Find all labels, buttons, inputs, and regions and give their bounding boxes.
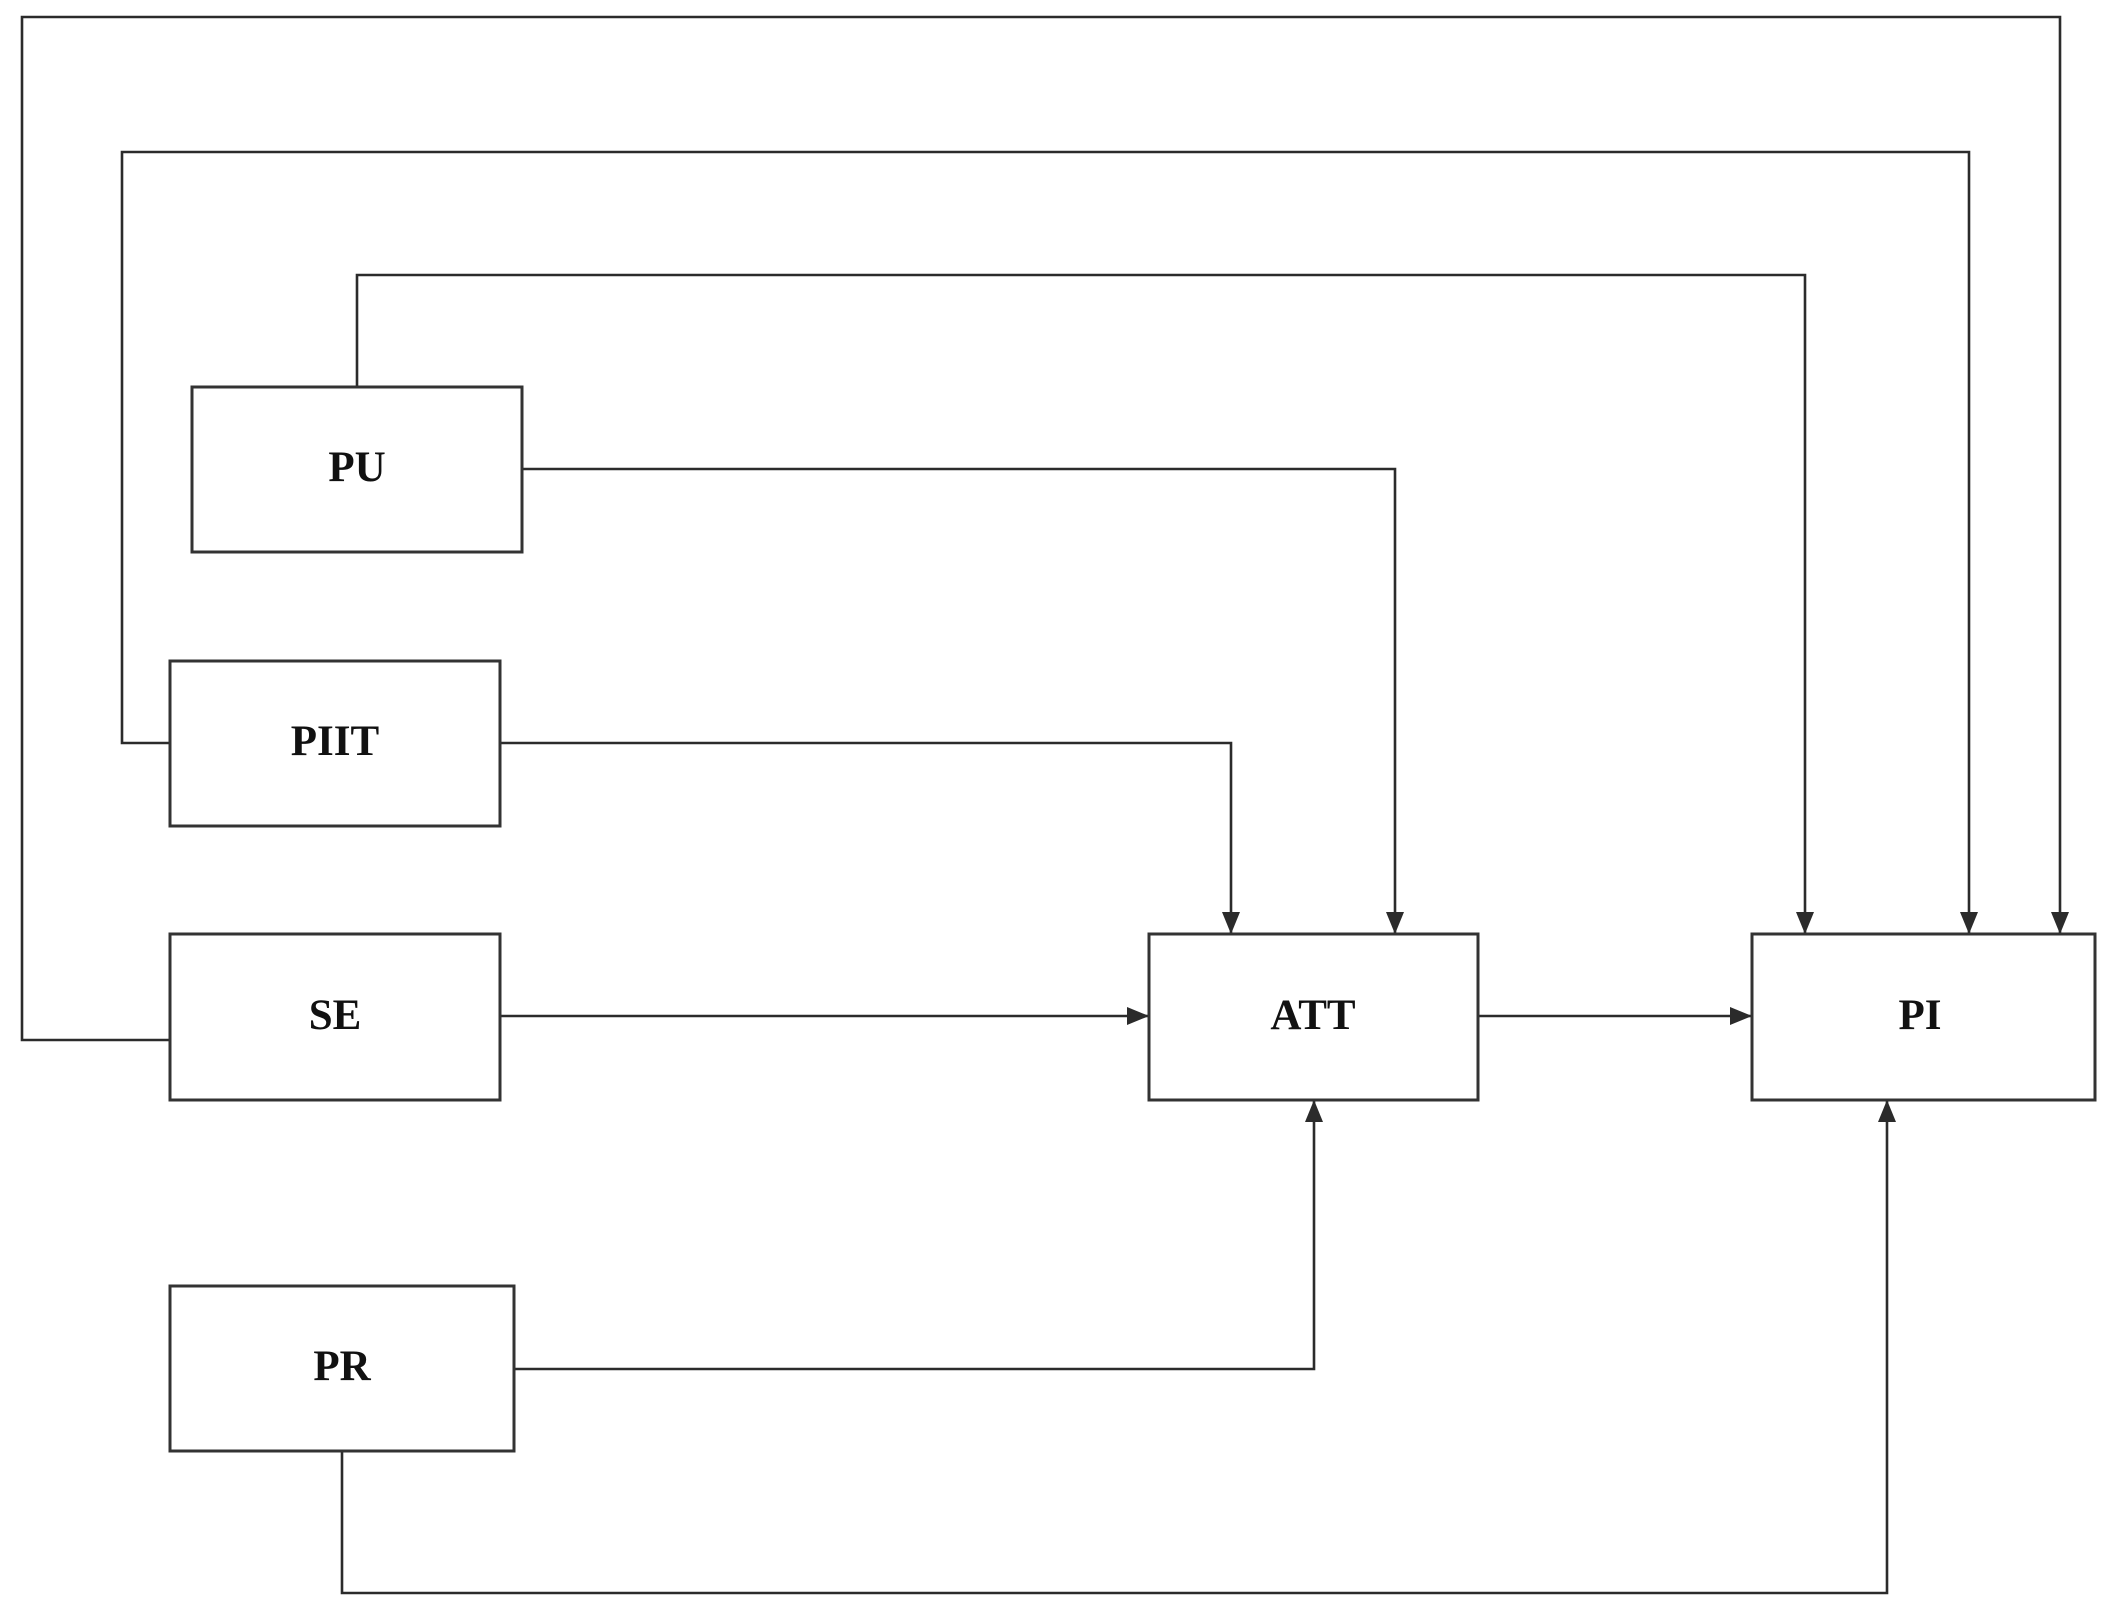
node-att-label: ATT — [1270, 992, 1356, 1039]
node-pr-label: PR — [313, 1343, 371, 1390]
node-pr: PR — [168, 1284, 516, 1453]
node-pu-label: PU — [328, 444, 385, 491]
node-piit-box — [168, 659, 502, 828]
edge-pu-to-att — [522, 467, 1404, 934]
node-att-box — [1147, 932, 1480, 1102]
node-se-box — [168, 932, 502, 1102]
node-pu: PU — [190, 385, 524, 554]
node-piit: PIIT — [168, 659, 502, 828]
node-piit-label: PIIT — [291, 718, 380, 765]
node-pr-box — [168, 1284, 516, 1453]
node-se: SE — [168, 932, 502, 1102]
node-pi-box — [1750, 932, 2097, 1102]
node-pu-box — [190, 385, 524, 554]
edge-piit-to-pi — [120, 150, 1978, 934]
edge-se-to-pi — [20, 15, 2069, 1042]
node-pi-label: PI — [1899, 992, 1942, 1039]
node-pi: PI — [1750, 932, 2097, 1102]
edge-pu-to-pi — [355, 273, 1814, 934]
edge-pr-to-pi — [340, 1100, 1896, 1595]
edge-piit-to-att — [500, 741, 1240, 934]
edges — [20, 15, 2069, 1595]
edge-pr-to-att — [514, 1100, 1323, 1371]
node-se-label: SE — [309, 992, 362, 1039]
node-att: ATT — [1147, 932, 1480, 1102]
